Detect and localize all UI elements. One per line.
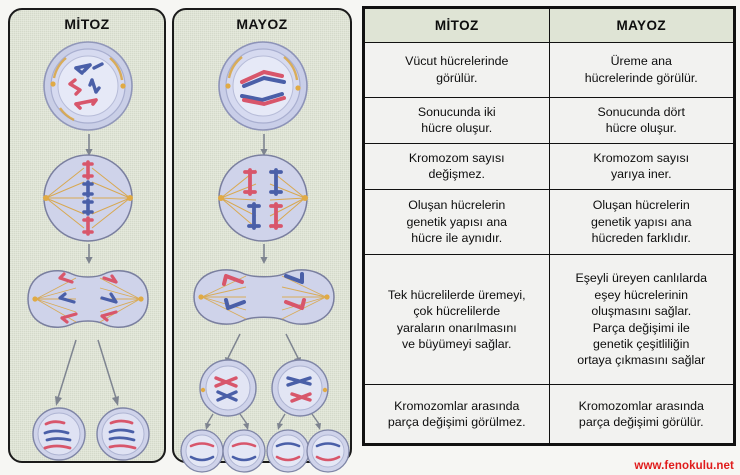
meiosis-cell-metaphase-1 <box>214 152 312 244</box>
diagram-area: MİTOZ <box>0 0 360 475</box>
cell-text: Sonucunda iki hücre oluşur. <box>417 104 496 136</box>
table-cell-mayoz: Kromozom sayısı yarıya iner. <box>548 142 734 190</box>
mitosis-daughter-cell-1 <box>30 406 88 462</box>
panel-mitoz: MİTOZ <box>8 8 166 463</box>
mitosis-cell-metaphase <box>40 152 136 244</box>
meiosis-cell-anaphase-1 <box>190 262 338 332</box>
table-row: Sonucunda iki hücre oluşur. Sonucunda dö… <box>364 96 734 144</box>
panel-title-mitoz: MİTOZ <box>64 16 110 32</box>
table-row: Kromozomlar arasında parça değişimi görü… <box>364 384 734 444</box>
panel-mayoz: MAYOZ <box>172 8 352 473</box>
cell-text: Tek hücrelilerde üremeyi, çok hücreliler… <box>387 287 526 351</box>
meiosis-intermediate-cell-2 <box>268 358 332 418</box>
mitosis-daughter-cell-2 <box>94 406 152 462</box>
cell-text: Üreme ana hücrelerinde görülür. <box>584 54 698 85</box>
arrow-meiosis2-c <box>274 413 290 430</box>
cell-text: Kromozomlar arasında parça değişimi görü… <box>578 398 704 430</box>
cell-text: Oluşan hücrelerin genetik yapısı ana hüc… <box>590 198 692 246</box>
meiosis-daughter-cell-2 <box>220 428 268 474</box>
arrow-metaphase1-to-anaphase1 <box>259 244 269 264</box>
panel-title-mayoz: MAYOZ <box>236 16 288 32</box>
arrow-prophase-to-metaphase <box>84 134 94 156</box>
table-cell-mitoz: Vücut hücrelerinde görülür. <box>364 42 550 98</box>
meiosis-intermediate-cell-1 <box>196 358 260 418</box>
arrow-metaphase-to-anaphase <box>84 244 94 264</box>
arrow-split-right <box>94 339 122 406</box>
table-header-row: MİTOZ MAYOZ <box>364 8 734 43</box>
cell-text: Vücut hücrelerinde görülür. <box>405 54 509 85</box>
table-row: Kromozom sayısı değişmez. Kromozom sayıs… <box>364 142 734 190</box>
cell-text: Eşeyli üreyen canlılarda eşey hücrelerin… <box>575 271 708 368</box>
table-cell-mayoz: Üreme ana hücrelerinde görülür. <box>548 42 734 98</box>
mitosis-cell-prophase <box>40 38 136 134</box>
watermark: www.fenokulu.net <box>634 460 734 472</box>
table-cell-mayoz: Eşeyli üreyen canlılarda eşey hücrelerin… <box>548 254 734 386</box>
cell-text: Kromozom sayısı yarıya iner. <box>593 150 690 182</box>
comparison-table: MİTOZ MAYOZ Vücut hücrelerinde görülür. … <box>362 6 736 446</box>
cell-text: Kromozom sayısı değişmez. <box>408 150 505 182</box>
arrow-meiosis2-b <box>236 413 252 430</box>
table-row: Vücut hücrelerinde görülür. Üreme ana hü… <box>364 42 734 98</box>
table-cell-mitoz: Oluşan hücrelerin genetik yapısı ana hüc… <box>364 188 550 256</box>
arrow-prophase1-to-metaphase1 <box>259 134 269 156</box>
meiosis-daughter-cell-4 <box>304 428 352 474</box>
cell-text: Oluşan hücrelerin genetik yapısı ana hüc… <box>406 198 508 246</box>
meiosis-daughter-cell-1 <box>178 428 226 474</box>
arrow-split-left <box>52 339 80 406</box>
meiosis-cell-prophase-1 <box>214 38 312 134</box>
arrow-meiosis2-d <box>308 413 324 430</box>
meiosis-daughter-cell-3 <box>264 428 312 474</box>
table-row: Oluşan hücrelerin genetik yapısı ana hüc… <box>364 188 734 256</box>
table-cell-mayoz: Oluşan hücrelerin genetik yapısı ana hüc… <box>548 188 734 256</box>
table-header-mitoz: MİTOZ <box>364 8 550 43</box>
table-cell-mitoz: Kromozom sayısı değişmez. <box>364 142 550 190</box>
table-cell-mitoz: Sonucunda iki hücre oluşur. <box>364 96 550 144</box>
cell-text: Kromozomlar arasında parça değişimi görü… <box>387 398 526 430</box>
table-cell-mitoz: Tek hücrelilerde üremeyi, çok hücreliler… <box>364 254 550 386</box>
cell-text: Sonucunda dört hücre oluşur. <box>597 104 686 136</box>
table-cell-mitoz: Kromozomlar arasında parça değişimi görü… <box>364 384 550 444</box>
table-header-mayoz: MAYOZ <box>548 8 734 43</box>
table-cell-mayoz: Kromozomlar arasında parça değişimi görü… <box>548 384 734 444</box>
table-cell-mayoz: Sonucunda dört hücre oluşur. <box>548 96 734 144</box>
mitosis-cell-anaphase <box>24 262 152 336</box>
table-row: Tek hücrelilerde üremeyi, çok hücreliler… <box>364 254 734 386</box>
arrow-meiosis2-a <box>202 413 218 430</box>
